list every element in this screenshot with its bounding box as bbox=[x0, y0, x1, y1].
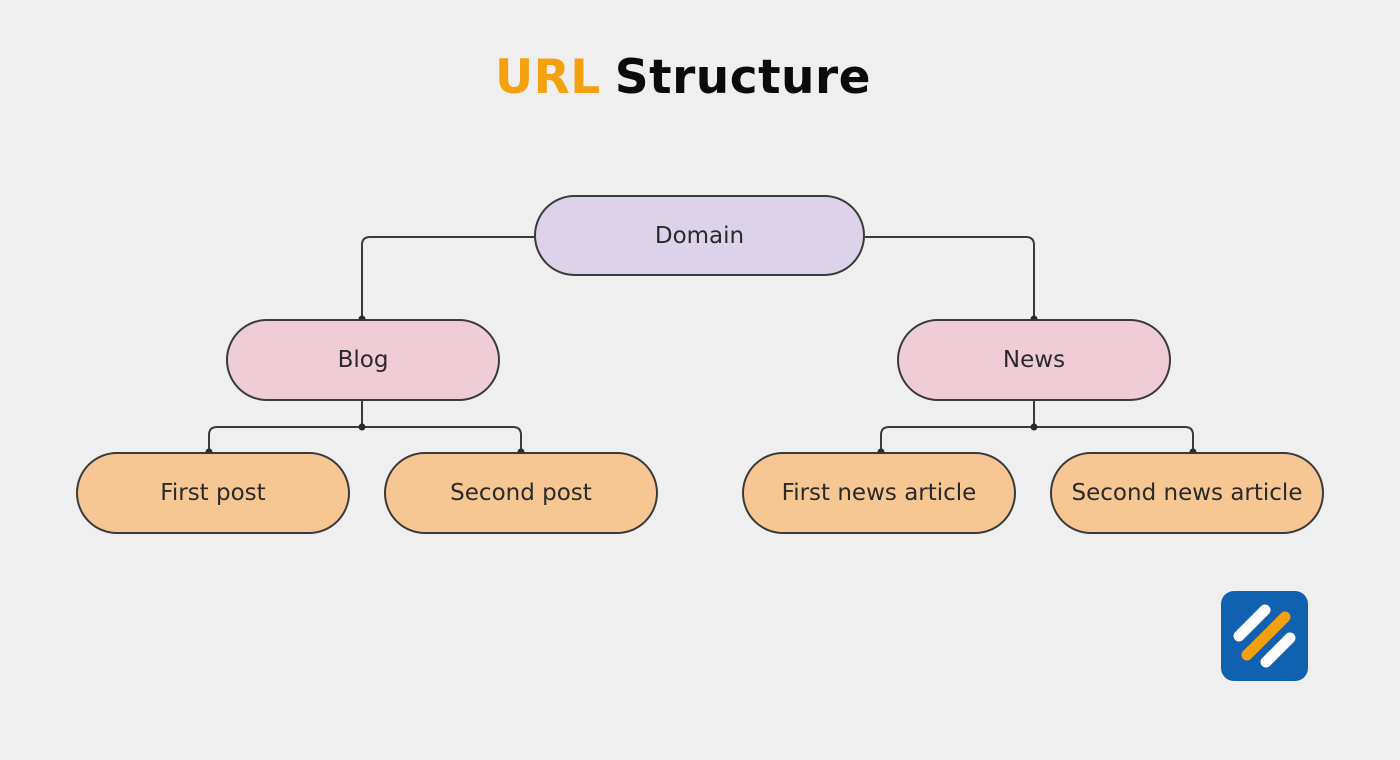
node-second-news-article: Second news article bbox=[1050, 452, 1324, 534]
edge-domain-blog bbox=[361, 236, 534, 319]
node-domain: Domain bbox=[534, 195, 865, 276]
node-news: News bbox=[897, 319, 1171, 401]
edge-news-first-news-article bbox=[880, 401, 1035, 452]
edge-domain-news bbox=[865, 236, 1035, 319]
node-label: Second post bbox=[450, 480, 592, 506]
title-main-word: Structure bbox=[614, 50, 872, 105]
node-second-post: Second post bbox=[384, 452, 658, 534]
node-label: Blog bbox=[337, 347, 389, 373]
node-blog: Blog bbox=[226, 319, 500, 401]
edge-blog-second-post bbox=[362, 426, 522, 452]
node-label: News bbox=[1002, 347, 1066, 373]
node-label: First news article bbox=[781, 480, 977, 506]
node-first-news-article: First news article bbox=[742, 452, 1016, 534]
node-label: First post bbox=[160, 480, 266, 506]
edge-news-second-news-article bbox=[1034, 426, 1194, 452]
node-label: Second news article bbox=[1071, 480, 1303, 506]
junction-dot bbox=[1030, 423, 1038, 431]
edge-blog-first-post bbox=[208, 401, 363, 452]
brand-logo bbox=[1221, 591, 1308, 681]
node-label: Domain bbox=[654, 222, 745, 249]
slash-stripes-logo-icon bbox=[1221, 591, 1308, 681]
junction-dot bbox=[358, 423, 366, 431]
node-first-post: First post bbox=[76, 452, 350, 534]
title-accent-word: URL bbox=[494, 50, 601, 105]
